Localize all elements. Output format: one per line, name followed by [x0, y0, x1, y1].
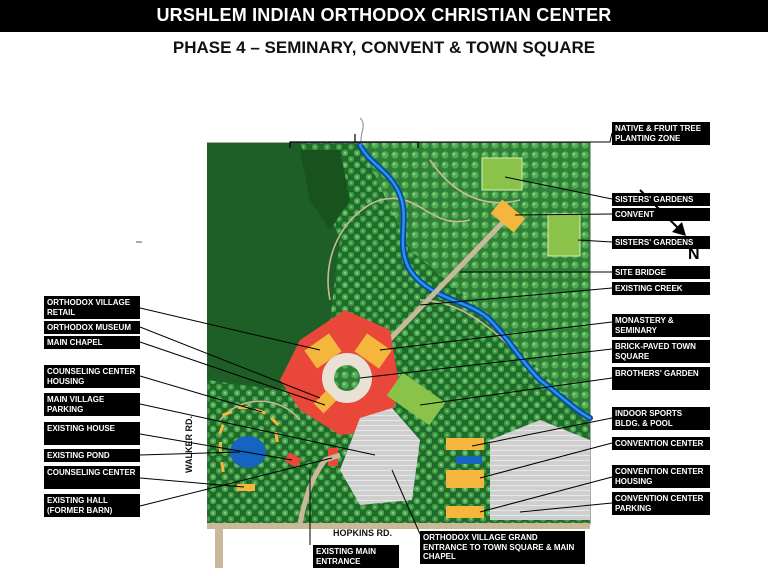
label-counseling-center: COUNSELING CENTER	[44, 466, 140, 489]
label-convent: CONVENT	[612, 208, 710, 221]
creek	[358, 143, 592, 420]
counseling-center	[237, 484, 255, 491]
page-subtitle: PHASE 4 – SEMINARY, CONVENT & TOWN SQUAR…	[172, 38, 596, 57]
convention-center-housing	[446, 506, 484, 518]
label-main-chapel: MAIN CHAPEL	[44, 336, 140, 349]
walking-path	[327, 197, 471, 301]
walker-road-label: WALKER RD.	[184, 416, 194, 474]
label-existing-house: EXISTING HOUSE	[44, 422, 140, 445]
compass-north: N	[688, 246, 700, 263]
label-existing-hall: EXISTING HALL (FORMER BARN)	[44, 494, 140, 517]
label-native-fruit-zone: NATIVE & FRUIT TREE PLANTING ZONE	[612, 122, 710, 145]
museum-chapel	[313, 390, 337, 414]
hopkins-road	[207, 523, 590, 529]
convention-parking	[490, 420, 590, 520]
label-sisters-gardens-2: SISTERS' GARDENS	[612, 236, 710, 249]
main-village-parking	[340, 408, 420, 505]
label-existing-creek: EXISTING CREEK	[612, 282, 710, 295]
label-site-bridge: SITE BRIDGE	[612, 266, 710, 279]
indoor-sports-building	[446, 438, 484, 450]
label-existing-pond: EXISTING POND	[44, 449, 140, 462]
leader-lines-left	[139, 307, 421, 545]
convention-center-building	[446, 470, 484, 488]
label-grand-entrance: ORTHODOX VILLAGE GRAND ENTRANCE TO TOWN …	[420, 531, 585, 564]
indoor-pool	[456, 456, 482, 464]
plaza-green	[334, 365, 360, 391]
site-bridge	[370, 218, 507, 360]
label-brothers-garden: BROTHERS' GARDEN	[612, 367, 710, 390]
label-existing-main-entrance: EXISTING MAIN ENTRANCE	[313, 545, 399, 568]
hopkins-road-label: HOPKINS RD.	[333, 528, 393, 538]
monastery-seminary	[354, 333, 392, 369]
label-convention-center: CONVENTION CENTER	[612, 437, 710, 450]
label-monastery-seminary: MONASTERY & SEMINARY	[612, 314, 710, 337]
label-convention-center-housing: CONVENTION CENTER HOUSING	[612, 465, 710, 488]
label-village-parking: MAIN VILLAGE PARKING	[44, 393, 140, 416]
label-counseling-housing: COUNSELING CENTER HOUSING	[44, 365, 140, 388]
convent-building	[490, 199, 526, 233]
existing-house	[284, 452, 302, 468]
north-arrow-head	[672, 222, 686, 236]
hopkins-road-west	[215, 523, 223, 568]
creek-inlet	[359, 117, 364, 146]
village-retail	[304, 333, 342, 369]
label-indoor-sports: INDOOR SPORTS BLDG. & POOL	[612, 407, 710, 430]
dark-clearing	[300, 150, 350, 230]
page-title: URSHLEM INDIAN ORTHODOX CHRISTIAN CENTER	[156, 5, 612, 25]
native-zone-bracket	[289, 141, 419, 148]
label-sisters-gardens-1: SISTERS' GARDENS	[612, 193, 710, 206]
sisters-garden-2	[547, 213, 581, 257]
leader-lines-right	[359, 132, 613, 513]
sisters-garden-1	[481, 157, 523, 191]
open-field	[207, 143, 340, 390]
label-convention-center-parking: CONVENTION CENTER PARKING	[612, 492, 710, 515]
label-museum: ORTHODOX MUSEUM	[44, 321, 140, 334]
label-village-retail: ORTHODOX VILLAGE RETAIL	[44, 296, 140, 319]
walker-road	[197, 143, 207, 527]
brothers-garden	[386, 372, 446, 426]
title-bar: URSHLEM INDIAN ORTHODOX CHRISTIAN CENTER	[0, 0, 768, 32]
walking-path	[429, 159, 521, 204]
tree-band	[360, 143, 590, 420]
label-brick-town-square: BRICK-PAVED TOWN SQUARE	[612, 340, 710, 363]
